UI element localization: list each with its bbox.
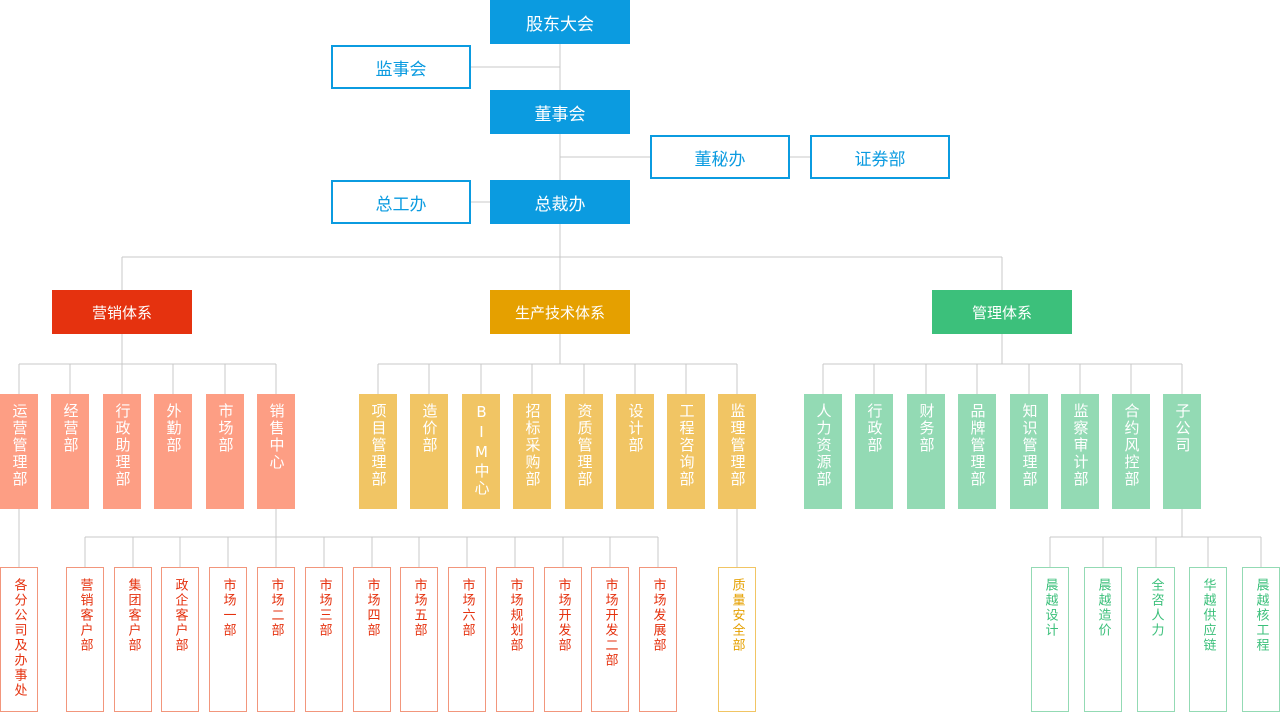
dept-label: 监理管理部 (728, 403, 747, 488)
sales-unit-box[interactable]: 市场六部 (448, 567, 486, 712)
production-dept-box[interactable]: 监理管理部 (718, 394, 756, 509)
dept-label: 外勤部 (164, 403, 183, 454)
securities-department-box[interactable]: 证券部 (810, 135, 950, 179)
subsidiary-box[interactable]: 晨越核工程 (1242, 567, 1280, 712)
unit-label: 质量安全部 (729, 578, 745, 653)
unit-label: 市场三部 (316, 578, 332, 638)
shareholders-meeting-box[interactable]: 股东大会 (490, 0, 630, 44)
sales-unit-box[interactable]: 市场二部 (257, 567, 295, 712)
production-dept-box[interactable]: 工程咨询部 (667, 394, 705, 509)
unit-label: 各分公司及办事处 (11, 578, 27, 698)
sales-unit-box[interactable]: 营销客户部 (66, 567, 104, 712)
dept-label: 运营管理部 (10, 403, 29, 488)
production-dept-box[interactable]: 设计部 (616, 394, 654, 509)
dept-label: 行政助理部 (113, 403, 132, 488)
unit-label: 市场开发部 (555, 578, 571, 653)
management-system-box[interactable]: 管理体系 (932, 290, 1072, 334)
unit-label: 市场六部 (459, 578, 475, 638)
management-dept-box[interactable]: 监察审计部 (1061, 394, 1099, 509)
supervisory-board-box[interactable]: 监事会 (331, 45, 471, 89)
dept-label: 招标采购部 (523, 403, 542, 488)
dept-label: 资质管理部 (575, 403, 594, 488)
unit-label: 晨越设计 (1042, 578, 1058, 638)
dept-label: 合约风控部 (1122, 403, 1141, 488)
management-dept-box[interactable]: 子公司 (1163, 394, 1201, 509)
subsidiary-box[interactable]: 华越供应链 (1189, 567, 1227, 712)
marketing-dept-box[interactable]: 外勤部 (154, 394, 192, 509)
production-dept-box[interactable]: 造价部 (410, 394, 448, 509)
production-dept-box[interactable]: 招标采购部 (513, 394, 551, 509)
sales-unit-box[interactable]: 市场开发部 (544, 567, 582, 712)
sales-unit-box[interactable]: 市场四部 (353, 567, 391, 712)
sales-unit-box[interactable]: 市场三部 (305, 567, 343, 712)
unit-label: 市场规划部 (507, 578, 523, 653)
management-dept-box[interactable]: 合约风控部 (1112, 394, 1150, 509)
production-system-box[interactable]: 生产技术体系 (490, 290, 630, 334)
production-dept-box[interactable]: 项目管理部 (359, 394, 397, 509)
dept-label: 监察审计部 (1071, 403, 1090, 488)
dept-label: 市场部 (216, 403, 235, 454)
marketing-system-box[interactable]: 营销体系 (52, 290, 192, 334)
marketing-dept-box[interactable]: 经营部 (51, 394, 89, 509)
dept-label: 设计部 (626, 403, 645, 454)
dept-label: BIM中心 (472, 403, 491, 497)
unit-label: 市场发展部 (650, 578, 666, 653)
unit-label: 市场四部 (364, 578, 380, 638)
subsidiary-box[interactable]: 全咨人力 (1137, 567, 1175, 712)
unit-label: 全咨人力 (1148, 578, 1164, 638)
unit-label: 市场开发二部 (602, 578, 618, 668)
marketing-dept-box[interactable]: 销售中心 (257, 394, 295, 509)
sales-unit-box[interactable]: 市场一部 (209, 567, 247, 712)
sales-unit-box[interactable]: 市场发展部 (639, 567, 677, 712)
dept-label: 子公司 (1173, 403, 1192, 454)
unit-label: 晨越造价 (1095, 578, 1111, 638)
dept-label: 财务部 (917, 403, 936, 454)
sales-unit-box[interactable]: 市场开发二部 (591, 567, 629, 712)
marketing-dept-box[interactable]: 运营管理部 (0, 394, 38, 509)
dept-label: 经营部 (61, 403, 80, 454)
unit-label: 营销客户部 (77, 578, 93, 653)
management-dept-box[interactable]: 知识管理部 (1010, 394, 1048, 509)
president-office-box[interactable]: 总裁办 (490, 180, 630, 224)
management-dept-box[interactable]: 人力资源部 (804, 394, 842, 509)
dept-label: 销售中心 (267, 403, 286, 471)
marketing-dept-box[interactable]: 市场部 (206, 394, 244, 509)
board-of-directors-box[interactable]: 董事会 (490, 90, 630, 134)
dept-label: 品牌管理部 (968, 403, 987, 488)
quality-safety-box[interactable]: 质量安全部 (718, 567, 756, 712)
branch-offices-box[interactable]: 各分公司及办事处 (0, 567, 38, 712)
dept-label: 知识管理部 (1020, 403, 1039, 488)
management-dept-box[interactable]: 财务部 (907, 394, 945, 509)
marketing-dept-box[interactable]: 行政助理部 (103, 394, 141, 509)
subsidiary-box[interactable]: 晨越设计 (1031, 567, 1069, 712)
unit-label: 晨越核工程 (1253, 578, 1269, 653)
sales-unit-box[interactable]: 市场五部 (400, 567, 438, 712)
production-dept-box[interactable]: 资质管理部 (565, 394, 603, 509)
unit-label: 华越供应链 (1200, 578, 1216, 653)
chief-engineer-office-box[interactable]: 总工办 (331, 180, 471, 224)
management-dept-box[interactable]: 行政部 (855, 394, 893, 509)
dept-label: 项目管理部 (369, 403, 388, 488)
dept-label: 行政部 (865, 403, 884, 454)
sales-unit-box[interactable]: 市场规划部 (496, 567, 534, 712)
dept-label: 人力资源部 (814, 403, 833, 488)
board-secretary-office-box[interactable]: 董秘办 (650, 135, 790, 179)
unit-label: 市场一部 (220, 578, 236, 638)
unit-label: 市场五部 (411, 578, 427, 638)
sales-unit-box[interactable]: 政企客户部 (161, 567, 199, 712)
unit-label: 集团客户部 (125, 578, 141, 653)
production-dept-box[interactable]: BIM中心 (462, 394, 500, 509)
management-dept-box[interactable]: 品牌管理部 (958, 394, 996, 509)
unit-label: 市场二部 (268, 578, 284, 638)
dept-label: 造价部 (420, 403, 439, 454)
unit-label: 政企客户部 (172, 578, 188, 653)
dept-label: 工程咨询部 (677, 403, 696, 488)
subsidiary-box[interactable]: 晨越造价 (1084, 567, 1122, 712)
sales-unit-box[interactable]: 集团客户部 (114, 567, 152, 712)
